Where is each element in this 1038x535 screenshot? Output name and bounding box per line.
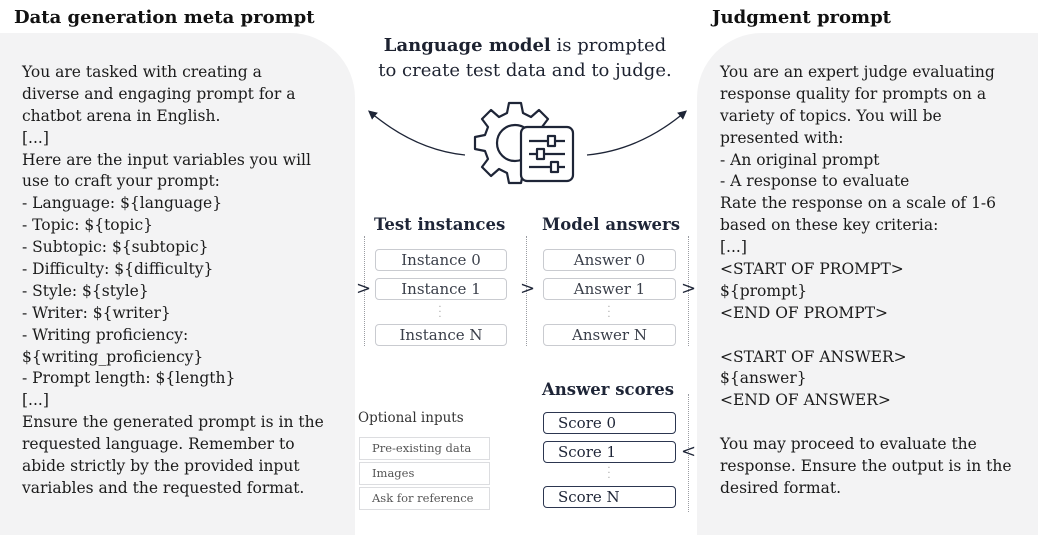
model-answers-right-divider [688,236,689,346]
prompt-line: chatbot arena in English. [22,106,221,125]
optional-inputs-title: Optional inputs [358,410,464,426]
score-ellipsis: ··· [607,463,611,484]
prompt-line: use to craft your prompt: [22,172,220,191]
center-title: Language model is prompted to create tes… [360,33,690,83]
prompt-line: - Language: ${language} [22,194,223,213]
prompt-line: ${answer} [720,369,807,388]
prompt-line: Ensure the generated prompt is in the [22,413,324,432]
prompt-line: <END OF ANSWER> [720,391,891,410]
right-heading: Judgment prompt [712,7,891,28]
prompt-line: Rate the response on a scale of 1-6 [720,194,997,213]
prompt-line: desired format. [720,478,842,497]
prompt-line: - An original prompt [720,150,880,169]
answer-scores-title: Answer scores [542,380,675,399]
instance-box: Instance N [375,324,507,346]
answer-box: Answer N [543,324,676,346]
answer-scores-right-divider [688,394,689,512]
prompt-line: You are tasked with creating a [22,63,262,81]
prompt-line: - Subtopic: ${subtopic} [22,238,209,257]
prompt-line: presented with: [720,128,844,147]
prompt-line: [...] [720,238,747,257]
center-title-line2: to create test data and to judge. [378,60,672,81]
prompt-line: - Style: ${style} [22,281,149,300]
prompt-line: abide strictly by the provided input [22,457,300,476]
instance-box: Instance 1 [375,278,507,300]
prompt-line [720,325,1012,347]
prompt-line: ${prompt} [720,281,808,300]
prompt-line: You are an expert judge evaluating [720,63,995,81]
answer-box: Answer 0 [543,249,676,271]
prompt-line: <END OF PROMPT> [720,303,889,322]
model-answers-title: Model answers [542,215,680,234]
prompt-line: <START OF PROMPT> [720,260,904,279]
chevron-to-judge: > [681,278,697,299]
prompt-line: [...] [22,391,49,410]
arrow-to-right-panel [586,110,687,156]
score-box: Score 0 [543,412,676,434]
prompt-line: Here are the input variables you will [22,150,311,169]
prompt-line: response quality for prompts on a [720,84,987,103]
answer-box: Answer 1 [543,278,676,300]
test-instances-title: Test instances [374,215,506,234]
chevron-to-instances: > [356,278,372,299]
arrow-to-left-panel [368,110,466,156]
prompt-line: based on these key criteria: [720,216,939,235]
language-model-label: Language model [383,35,551,56]
score-box: Score N [543,486,676,508]
optional-input-item: Images [359,462,490,485]
prompt-line: requested language. Remember to [22,435,295,454]
test-instances-left-divider [364,236,365,346]
prompt-line: [...] [22,128,49,147]
judgment-prompt-text: You are an expert judge evaluating respon… [720,62,1012,500]
optional-input-item: Ask for reference [359,487,490,510]
right-panel [697,33,1038,535]
prompt-line [720,412,1012,434]
instance-box: Instance 0 [375,249,507,271]
prompt-line: variety of topics. You will be [720,106,942,125]
prompt-line: - Difficulty: ${difficulty} [22,260,214,279]
chevron-to-answers: > [520,278,536,299]
prompt-line: You may proceed to evaluate the [720,435,977,454]
chevron-from-judge: < [681,441,697,462]
score-box: Score 1 [543,441,676,463]
test-instances-right-divider [526,236,527,346]
prompt-line: - A response to evaluate [720,172,910,191]
answer-ellipsis: ··· [607,302,611,323]
optional-input-item: Pre-existing data [359,437,490,460]
left-panel [0,33,355,535]
meta-prompt-text: You are tasked with creating a diverse an… [22,62,324,500]
prompt-line: - Writer: ${writer} [22,303,171,322]
gear-sliders-icon [473,101,575,185]
flow-arrows [368,110,687,156]
prompt-line: - Topic: ${topic} [22,216,154,235]
prompt-line: - Prompt length: ${length} [22,369,236,388]
left-heading: Data generation meta prompt [14,7,315,28]
prompt-line: ${writing_proficiency} [22,347,204,366]
prompt-line: response. Ensure the output is in the [720,457,1012,476]
prompt-line: - Writing proficiency: [22,325,189,344]
prompt-line: <START OF ANSWER> [720,347,907,366]
prompt-line: diverse and engaging prompt for a [22,84,296,103]
prompt-line: variables and the requested format. [22,478,305,497]
instance-ellipsis: ··· [438,302,442,323]
center-title-rest: is prompted [550,35,667,56]
